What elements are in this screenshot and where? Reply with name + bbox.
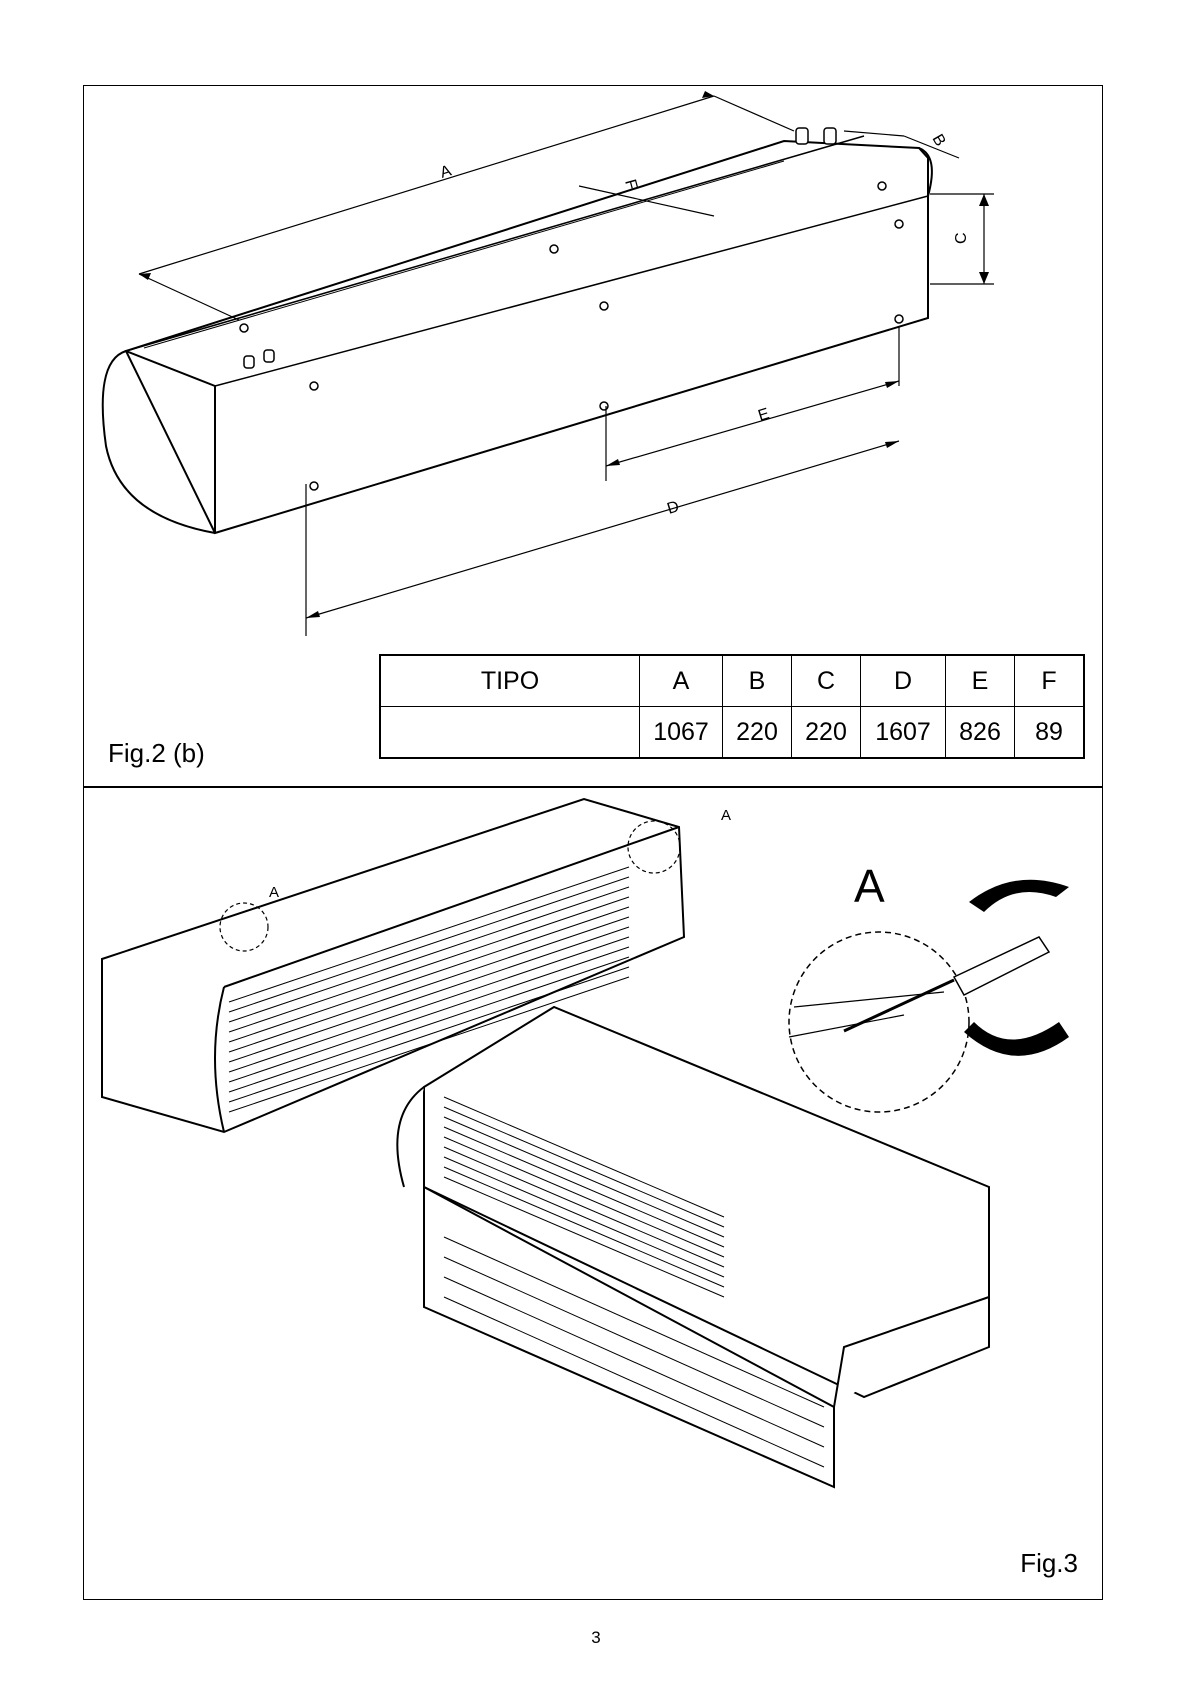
- screwdriver-handle: [954, 937, 1049, 995]
- rotate-arrow-bottom-icon: [964, 1022, 1069, 1056]
- dimensions-table: TIPO A B C D E F 1067 220 220 1607 826 8…: [379, 654, 1085, 759]
- rotate-arrow-top-icon: [969, 880, 1069, 912]
- table-header-row: TIPO A B C D E F: [380, 655, 1084, 707]
- figure-2b-panel: A B C D E F TIPO A B C D E F 1067 220 22…: [83, 85, 1103, 788]
- table-cell-e: 826: [946, 707, 1015, 759]
- page-number: 3: [0, 1628, 1192, 1648]
- table-cell-a: 1067: [640, 707, 723, 759]
- table-header-e: E: [946, 655, 1015, 707]
- unit-assembly-drawing: A A A: [84, 787, 1102, 1599]
- table-header-a: A: [640, 655, 723, 707]
- figure-3-panel: A A A Fig.3: [83, 786, 1103, 1600]
- table-cell-b: 220: [723, 707, 792, 759]
- dim-label-c: C: [953, 232, 970, 244]
- table-row: 1067 220 220 1607 826 89: [380, 707, 1084, 759]
- figure-3-caption: Fig.3: [1020, 1548, 1078, 1579]
- table-header-c: C: [792, 655, 861, 707]
- table-header-f: F: [1015, 655, 1085, 707]
- table-header-b: B: [723, 655, 792, 707]
- table-cell-tipo: [380, 707, 640, 759]
- dim-label-a: A: [438, 162, 453, 181]
- detail-a-marker-left: A: [269, 884, 279, 901]
- table-cell-c: 220: [792, 707, 861, 759]
- table-header-tipo: TIPO: [380, 655, 640, 707]
- dim-label-d: D: [665, 498, 681, 518]
- detail-a-marker-right: A: [721, 807, 731, 824]
- detail-a-zoom: A: [789, 860, 1069, 1112]
- table-cell-f: 89: [1015, 707, 1085, 759]
- table-header-d: D: [861, 655, 946, 707]
- table-cell-d: 1607: [861, 707, 946, 759]
- detail-a-title: A: [854, 860, 885, 912]
- figure-2b-caption: Fig.2 (b): [108, 738, 205, 769]
